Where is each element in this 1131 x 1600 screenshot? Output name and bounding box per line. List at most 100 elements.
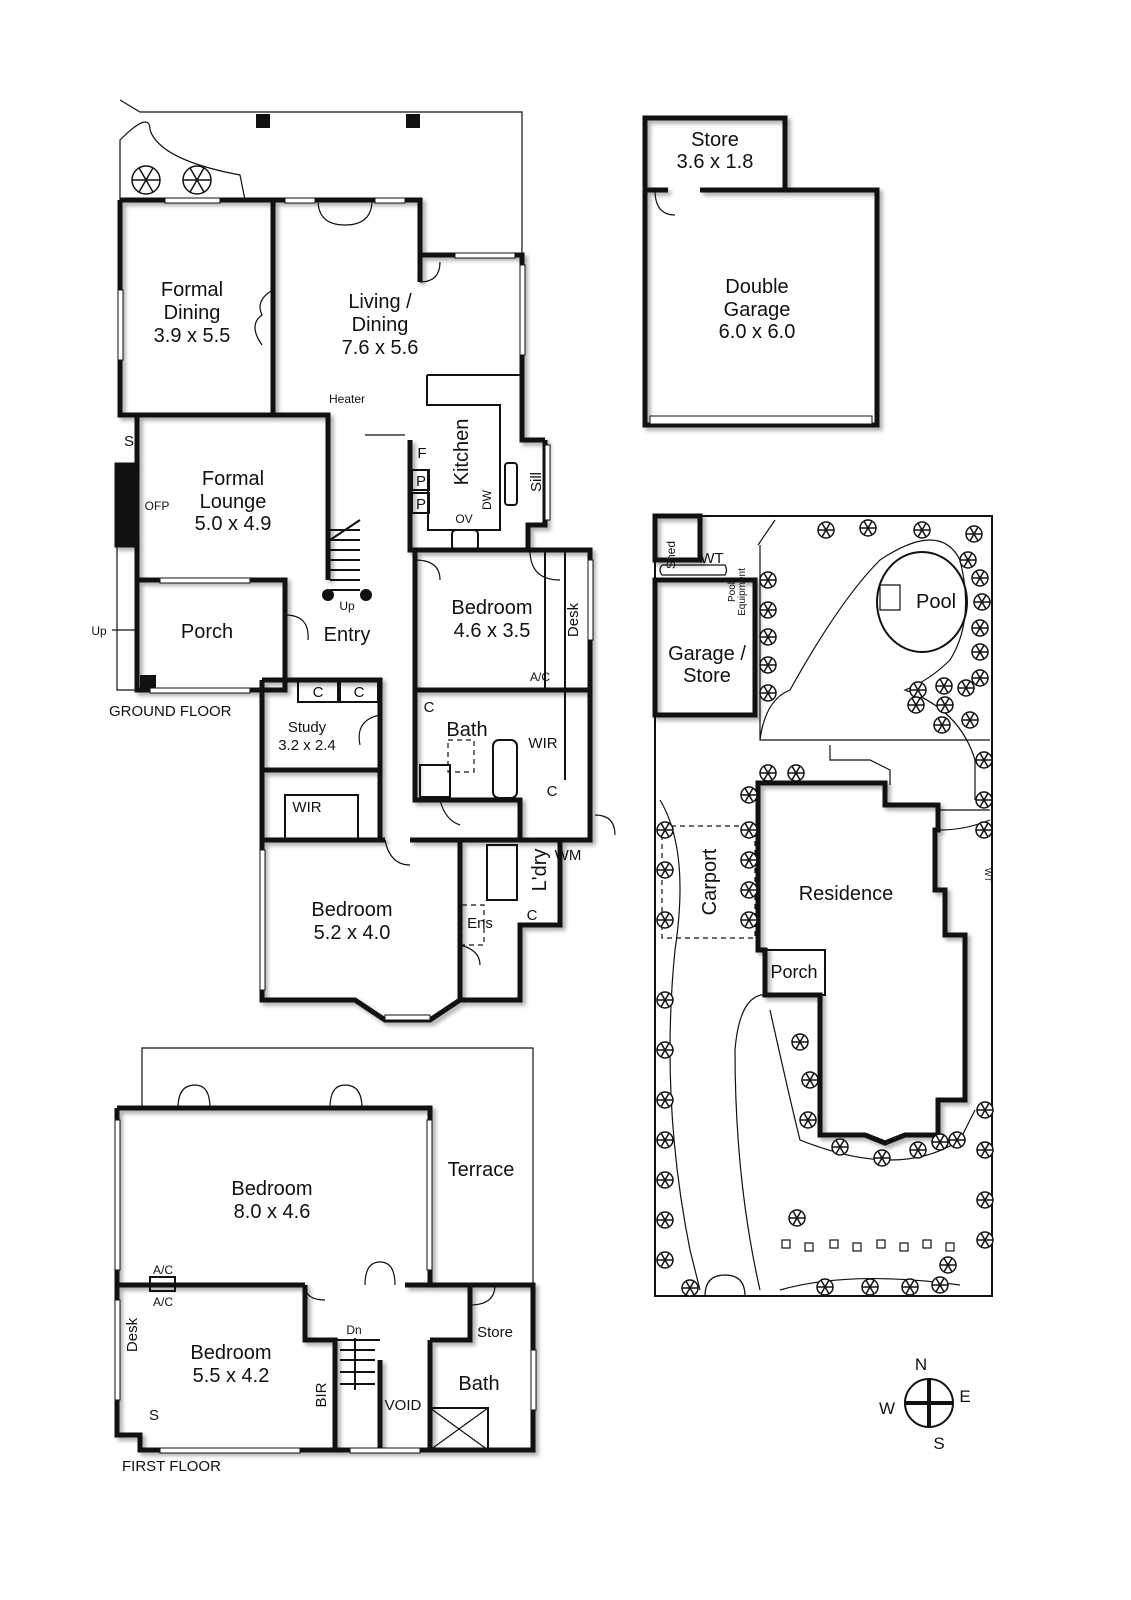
room-name: Bedroom: [311, 899, 392, 921]
tree-icon: [931, 1276, 949, 1294]
pool-label: Pool: [916, 591, 956, 613]
garage-store-label: Store: [683, 665, 731, 687]
paving-stone: [781, 1239, 791, 1249]
fixture-label: S: [124, 433, 134, 450]
tree-icon: [931, 1133, 949, 1151]
tree-icon: [976, 1101, 994, 1119]
room-name: Bath: [446, 719, 487, 741]
wir-label: WIR: [528, 735, 557, 752]
desk-label: Desk: [565, 602, 582, 637]
desk-label: Desk: [124, 1317, 141, 1352]
tree-icon: [971, 619, 989, 637]
tree-icon: [759, 601, 777, 619]
paving-stone: [829, 1239, 839, 1249]
tree-icon: [965, 525, 983, 543]
paving-stone: [852, 1242, 862, 1252]
tree-icon: [976, 1141, 994, 1159]
shed: [652, 513, 703, 563]
garage-store-label: Garage /: [668, 643, 746, 665]
tree-icon: [791, 1033, 809, 1051]
tree-icon: [961, 711, 979, 729]
tree-icon: [656, 1171, 674, 1189]
room-name: Double: [725, 276, 788, 298]
room-size: 5.5 x 4.2: [193, 1365, 270, 1387]
yard-boundary: [119, 99, 523, 255]
room-name: Kitchen: [451, 419, 473, 486]
tree-icon: [831, 1138, 849, 1156]
carport: [661, 825, 756, 939]
site-plan: Shed WT Pool Equipment Pool Garage / Sto…: [652, 513, 994, 1297]
cupboard-label: C: [424, 699, 435, 716]
room-size: 3.2 x 2.4: [278, 737, 336, 754]
tree-icon: [740, 786, 758, 804]
wir-label: WIR: [292, 799, 321, 816]
room-name: Terrace: [448, 1159, 515, 1181]
compass-west: W: [879, 1399, 895, 1418]
pool-equipment-label: Equipment: [737, 568, 748, 616]
room-name: L'dry: [529, 849, 551, 892]
stair-label: Dn: [346, 1323, 361, 1337]
tree-icon: [913, 521, 931, 539]
tree-icon: [656, 821, 674, 839]
tree-icon: [759, 764, 777, 782]
stair-label: Up: [339, 599, 355, 613]
post: [406, 114, 420, 128]
ground-floor-plan: [112, 99, 616, 1023]
tree-icon: [975, 751, 993, 769]
ac-label: A/C: [530, 670, 550, 684]
paving-stone: [876, 1239, 886, 1249]
tree-icon: [971, 643, 989, 661]
tree-icon: [975, 821, 993, 839]
room-name: Entry: [324, 624, 371, 646]
tree-icon: [935, 677, 953, 695]
tree-icon: [759, 684, 777, 702]
fridge-label: F: [417, 445, 426, 462]
tree-icon: [131, 165, 161, 195]
tree-icon: [799, 1111, 817, 1129]
room-name: Porch: [181, 621, 233, 643]
pool: [876, 551, 968, 653]
room-name: Dining: [164, 302, 221, 324]
tree-icon: [759, 628, 777, 646]
garage-store: [652, 577, 758, 718]
tree-icon: [901, 1278, 919, 1296]
tree-icon: [976, 1231, 994, 1249]
tree-icon: [959, 551, 977, 569]
water-tank-label: WT: [983, 868, 993, 882]
tree-icon: [801, 1071, 819, 1089]
room-name: Study: [288, 719, 327, 736]
windows: [117, 197, 594, 1021]
tree-icon: [873, 1149, 891, 1167]
tree-icon: [909, 681, 927, 699]
pantry-label: P: [416, 496, 426, 513]
compass-north: N: [915, 1355, 927, 1374]
compass-south: S: [933, 1434, 944, 1453]
tree-icon: [656, 991, 674, 1009]
tree-icon: [656, 1211, 674, 1229]
room-name: Store: [691, 129, 739, 151]
first-floor-plan: [114, 1047, 537, 1454]
paving-stone: [804, 1242, 814, 1252]
tree-icon: [957, 679, 975, 697]
tree-icon: [787, 764, 805, 782]
tree-icon: [740, 881, 758, 899]
tree-icon: [182, 165, 212, 195]
room-name: Dining: [352, 314, 409, 336]
tree-icon: [936, 696, 954, 714]
tree-icon: [816, 1278, 834, 1296]
yard-planting: [119, 121, 246, 201]
tree-icon: [656, 1251, 674, 1269]
room-name: Bedroom: [190, 1342, 271, 1364]
tree-icon: [971, 569, 989, 587]
room-name: Garage: [724, 299, 791, 321]
dishwasher-label: DW: [480, 489, 494, 510]
room-size: 3.6 x 1.8: [677, 151, 754, 173]
pool-equipment-label: Pool: [727, 582, 738, 602]
tree-icon: [656, 911, 674, 929]
tree-icon: [681, 1279, 699, 1297]
cupboard-label: C: [547, 783, 558, 800]
room-size: 4.6 x 3.5: [454, 620, 531, 642]
tree-icon: [973, 593, 991, 611]
water-tank-label: WT: [700, 550, 723, 567]
room-name: Bedroom: [451, 597, 532, 619]
